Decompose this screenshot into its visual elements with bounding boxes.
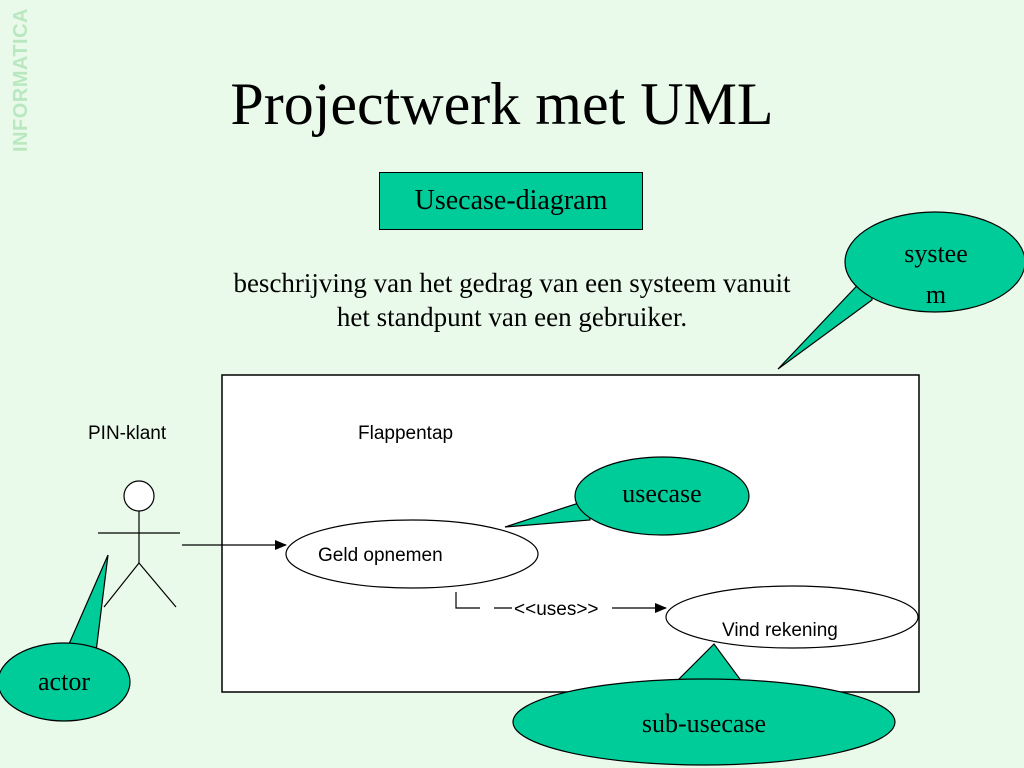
uses-connector-bracket bbox=[455, 592, 480, 609]
usecase-sub-label: Vind rekening bbox=[722, 620, 838, 641]
subtitle-box: Usecase-diagram bbox=[379, 172, 643, 230]
callout-actor-label: actor bbox=[38, 667, 90, 696]
description-line-2: het standpunt van een gebruiker. bbox=[336, 302, 688, 332]
usecase-geld-opnemen bbox=[285, 519, 539, 589]
uses-relation-label: <<uses>> bbox=[514, 599, 599, 620]
callout-actor bbox=[0, 642, 131, 722]
actor-figure bbox=[98, 480, 180, 608]
callout-usecase bbox=[574, 456, 750, 536]
callout-sub-usecase bbox=[512, 678, 896, 766]
callout-sub-usecase-label: sub-usecase bbox=[642, 709, 766, 738]
actor-name: PIN-klant bbox=[88, 423, 167, 444]
usecase-vind-rekening bbox=[665, 585, 919, 649]
description-line-1: beschrijving van het gedrag van een syst… bbox=[233, 268, 791, 298]
slide-title: Projectwerk met UML bbox=[230, 71, 774, 137]
description-text: beschrijving van het gedrag van een syst… bbox=[150, 266, 874, 334]
callout-system-line-2: m bbox=[926, 280, 946, 309]
usecase-main-label: Geld opnemen bbox=[318, 545, 443, 566]
callout-usecase-label: usecase bbox=[622, 479, 701, 508]
callout-system-line-1: systee bbox=[904, 239, 968, 268]
system-name: Flappentap bbox=[358, 423, 453, 444]
callout-system bbox=[844, 211, 1024, 313]
